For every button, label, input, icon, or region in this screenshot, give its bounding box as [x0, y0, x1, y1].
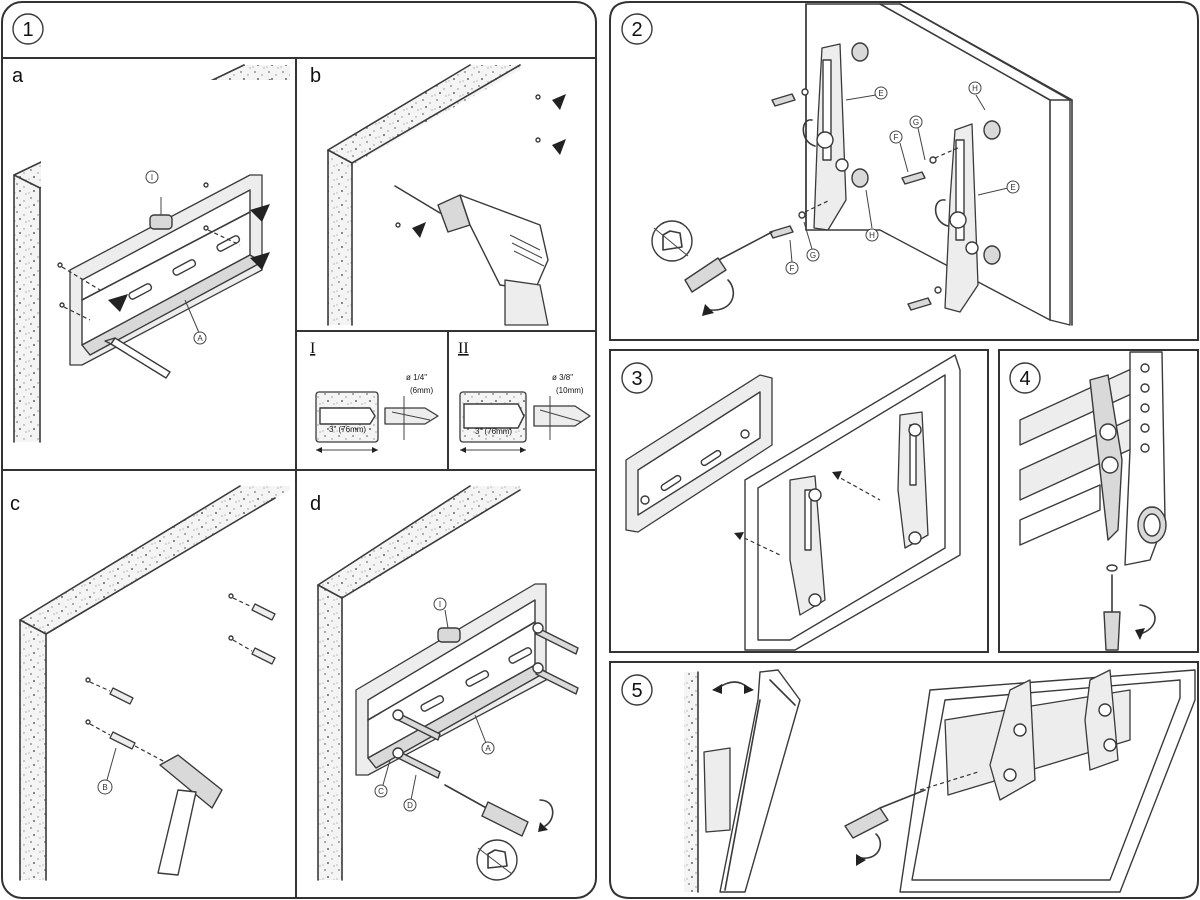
subpanel-d-label: d: [310, 493, 321, 515]
mark-arrow-icon: [250, 204, 270, 222]
rotate-arrow-icon: [861, 833, 882, 859]
drill-spec-II-label: II: [458, 340, 469, 357]
rotate-arrow-icon: [539, 799, 554, 827]
svg-text:ø 1/4": ø 1/4": [406, 373, 427, 382]
step-3-number: 3: [631, 368, 642, 390]
mark-arrow-icon: [552, 94, 566, 110]
step-2-number: 2: [631, 19, 642, 41]
svg-text:(10mm): (10mm): [556, 386, 584, 395]
step-2-panel: 2: [609, 1, 1199, 341]
svg-text:F: F: [894, 133, 899, 142]
step-3-badge: [621, 362, 653, 394]
subpanel-b: b: [310, 64, 566, 326]
svg-text:(6mm): (6mm): [410, 386, 433, 395]
step-5-badge: [621, 674, 653, 706]
step-1-panel: 1 a I: [1, 1, 597, 899]
wall-anchor: [85, 719, 136, 750]
svg-text:I: I: [439, 600, 441, 609]
screwdriver-icon: [444, 784, 529, 837]
svg-text:3" (76mm): 3" (76mm): [329, 425, 366, 434]
step-4-badge: [1009, 362, 1041, 394]
drill-spec-II: II 3" (76mm) ø 3/8" (10mm): [458, 340, 591, 453]
drill-spec-I: I 3" (76mm) ø 1/4" (6mm): [310, 340, 439, 453]
svg-text:3" (76mm): 3" (76mm): [475, 427, 512, 436]
screwdriver-icon: [844, 789, 926, 839]
hand-tighten-icon: [476, 839, 518, 881]
step-3-panel: 3: [609, 349, 989, 653]
svg-text:I: I: [151, 173, 153, 182]
svg-text:H: H: [869, 231, 875, 240]
step-1-number: 1: [22, 19, 33, 41]
screwdriver-icon: [1103, 574, 1121, 651]
mark-arrow-icon: [108, 294, 128, 312]
subpanel-d: d I A C: [310, 485, 579, 881]
svg-text:C: C: [378, 787, 384, 796]
svg-text:H: H: [972, 84, 978, 93]
tilt-arrow-icon: [717, 681, 749, 689]
step-1-badge: [12, 13, 44, 45]
screwdriver-icon: [684, 231, 773, 293]
svg-text:A: A: [197, 334, 203, 343]
svg-text:E: E: [1010, 183, 1015, 192]
step-5-number: 5: [631, 680, 642, 702]
rotate-arrow-icon: [1139, 604, 1156, 635]
svg-text:B: B: [102, 783, 107, 792]
drill-icon: [394, 185, 549, 326]
svg-text:A: A: [485, 744, 491, 753]
svg-text:E: E: [878, 89, 883, 98]
step-4-panel: 4: [998, 349, 1199, 653]
mark-arrow-icon: [552, 139, 566, 155]
hand-tighten-icon: [651, 220, 693, 262]
svg-text:G: G: [810, 251, 816, 260]
svg-text:F: F: [790, 264, 795, 273]
rotate-arrow-icon: [709, 279, 735, 311]
drill-spec-I-label: I: [310, 340, 315, 357]
tilt-bracket-left: [802, 43, 849, 231]
wall-anchor: [85, 677, 134, 705]
subpanel-b-label: b: [310, 65, 321, 87]
subpanel-a-label: a: [12, 65, 24, 87]
step-2-badge: [621, 13, 653, 45]
subpanel-c: c B: [10, 485, 290, 881]
step-4-number: 4: [1019, 368, 1030, 390]
mark-arrow-icon: [412, 222, 426, 238]
subpanel-c-label: c: [10, 493, 20, 515]
wall-anchor: [228, 635, 276, 665]
svg-text:D: D: [407, 801, 413, 810]
step-5-panel: 5: [609, 661, 1199, 899]
mark-arrow-icon: [250, 252, 270, 270]
wall-anchor: [228, 593, 276, 621]
tilt-bracket-right: [934, 123, 979, 313]
hammer-icon: [157, 754, 223, 876]
subpanel-a: a I: [12, 64, 290, 460]
svg-text:G: G: [913, 118, 919, 127]
svg-text:ø 3/8": ø 3/8": [552, 373, 573, 382]
